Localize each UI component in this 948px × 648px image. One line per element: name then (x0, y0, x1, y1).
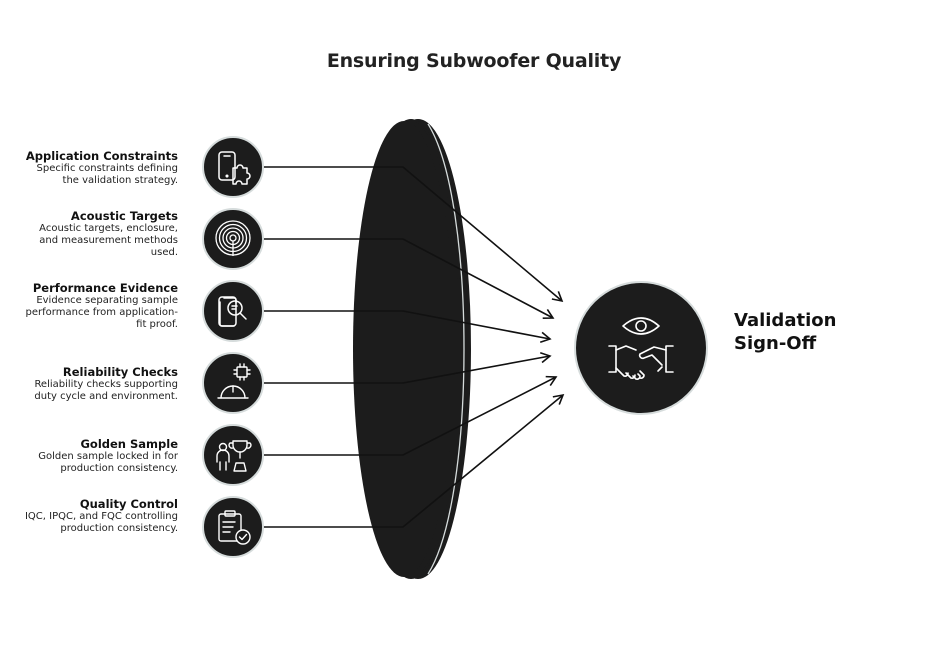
lens-shape (353, 119, 471, 579)
connector-arrow (263, 310, 552, 343)
page-title: Ensuring Subwoofer Quality (326, 50, 622, 72)
input-node-golden-sample (202, 424, 264, 486)
input-label-acoustic-targets: Acoustic Targets Acoustic targets, enclo… (18, 209, 178, 259)
input-heading: Application Constraints (25, 149, 178, 163)
input-description: IQC, IPQC, and FQC controlling productio… (24, 511, 178, 534)
sound-waves-icon (215, 220, 251, 256)
document-search-icon (218, 296, 247, 327)
person-trophy-icon (216, 440, 252, 472)
input-label-golden-sample: Golden Sample Golden sample locked in fo… (18, 437, 178, 475)
chip-hardhat-icon (217, 363, 251, 399)
input-label-quality-control: Quality Control IQC, IPQC, and FQC contr… (18, 497, 178, 535)
connector-arrow (263, 393, 565, 528)
connector-lines (263, 166, 565, 528)
input-description: Reliability checks supporting duty cycle… (34, 379, 178, 402)
input-heading: Golden Sample (80, 437, 178, 451)
connector-arrow (263, 375, 558, 456)
eye-handshake-icon (608, 317, 674, 380)
input-label-performance-evidence: Performance Evidence Evidence separating… (18, 281, 178, 331)
input-heading: Reliability Checks (62, 365, 178, 379)
input-heading: Performance Evidence (32, 281, 178, 295)
input-nodes (202, 136, 264, 558)
input-description: Specific constraints defining the valida… (36, 163, 178, 186)
input-node-application-constraints (202, 136, 264, 198)
input-node-quality-control (202, 496, 264, 558)
connector-arrow (263, 351, 552, 384)
input-description: Evidence separating sample performance f… (25, 295, 178, 330)
input-label-application-constraints: Application Constraints Specific constra… (18, 149, 178, 187)
output-label: Validation Sign-Off (734, 310, 837, 354)
phone-puzzle-icon (218, 151, 251, 185)
clipboard-check-icon (218, 510, 251, 545)
input-node-acoustic-targets (202, 208, 264, 270)
input-heading: Quality Control (79, 497, 178, 511)
input-description: Golden sample locked in for production c… (38, 451, 178, 474)
input-label-reliability-checks: Reliability Checks Reliability checks su… (18, 365, 178, 403)
input-description: Acoustic targets, enclosure, and measure… (39, 223, 178, 258)
connector-arrow (263, 238, 555, 320)
input-node-reliability-checks (202, 352, 264, 414)
input-heading: Acoustic Targets (70, 209, 178, 223)
input-node-performance-evidence (202, 280, 264, 342)
connector-arrow (263, 166, 564, 303)
output-node-validation-sign-off (574, 281, 708, 415)
